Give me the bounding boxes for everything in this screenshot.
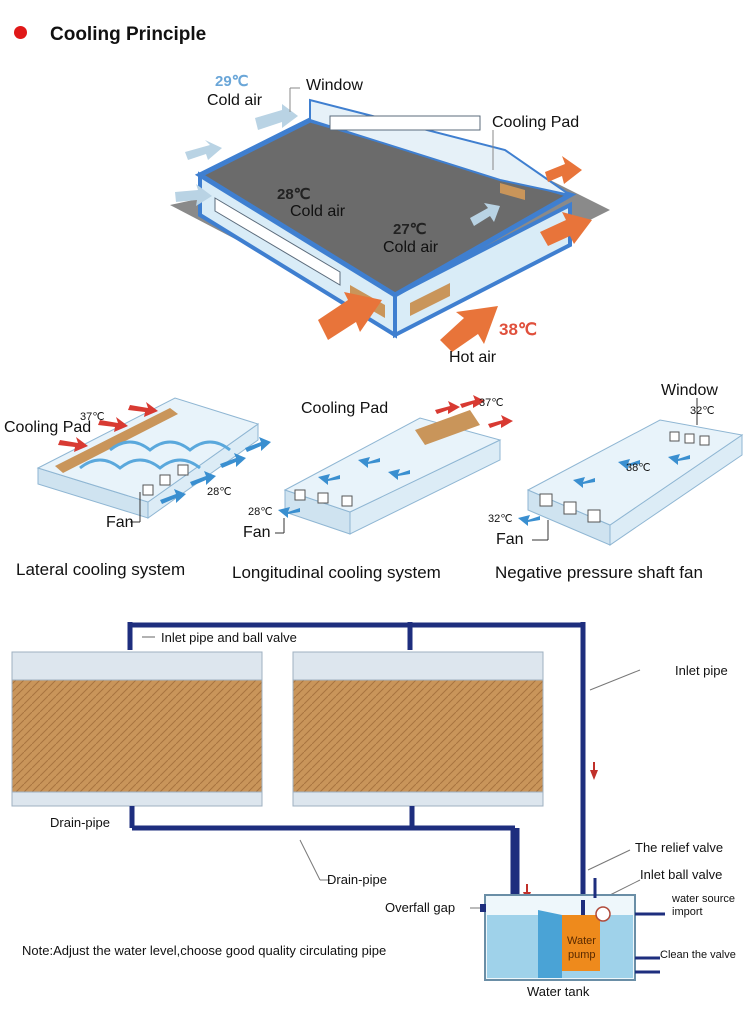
- inlet-ball-valve-icon: [595, 906, 611, 922]
- hot-air-arrow: [440, 306, 498, 352]
- hot-air-arrow: [545, 156, 582, 184]
- cold-air-arrow: [255, 104, 298, 130]
- negative-pressure-diagram: [518, 398, 744, 546]
- negative-fan-label: Fan: [496, 531, 524, 548]
- drain-pipe-left-label: Drain-pipe: [50, 815, 110, 830]
- negative-window-label: Window: [661, 382, 718, 399]
- window: [329, 115, 481, 131]
- longitudinal-temp-out: 28℃: [248, 506, 273, 518]
- hot-air-arrow: [318, 292, 382, 340]
- negative-temp-top: 32℃: [690, 405, 715, 417]
- tank-divider: [538, 910, 562, 978]
- water-source-label-2: import: [672, 906, 703, 918]
- lateral-temp-in: 37℃: [80, 411, 105, 423]
- water-tank-label: Water tank: [527, 984, 590, 999]
- bullet-dot-icon: [14, 26, 27, 39]
- water-source-label-1: water source: [672, 893, 735, 905]
- temp-top-label: 29℃: [215, 73, 249, 90]
- temp-mid1-label: 28℃: [277, 186, 311, 203]
- negative-caption: Negative pressure shaft fan: [495, 563, 703, 582]
- lateral-temp-out: 28℃: [207, 486, 232, 498]
- flow-up-arrow-icon: [590, 762, 598, 780]
- longitudinal-fan-label: Fan: [243, 524, 271, 541]
- relief-valve-label: The relief valve: [635, 840, 724, 855]
- cooling-pad-panel-right: [292, 651, 544, 807]
- temp-mid2-label: 27℃: [393, 221, 427, 238]
- negative-temp-mid: 38℃: [626, 462, 651, 474]
- negative-temp-out: 32℃: [488, 513, 513, 525]
- flow-down-arrow-icon: [523, 884, 531, 902]
- inlet-ball-valve-label: Inlet ball valve: [640, 867, 723, 882]
- lateral-caption: Lateral cooling system: [16, 560, 186, 579]
- page-title: Cooling Principle: [50, 24, 207, 45]
- cold-air-mid1-label: Cold air: [290, 203, 346, 220]
- longitudinal-temp-in: 37℃: [479, 397, 504, 409]
- note-text: Note:Adjust the water level,choose good …: [22, 943, 387, 958]
- water-pump: [562, 915, 600, 971]
- cold-air-top-label: Cold air: [207, 92, 263, 109]
- water-pump-label-2: pump: [568, 949, 596, 961]
- clean-valve-label: Clean the valve: [660, 949, 736, 961]
- lateral-system-diagram: [36, 397, 271, 523]
- hot-air-label: Hot air: [449, 349, 497, 366]
- water-pump-label-1: Water: [567, 935, 596, 947]
- longitudinal-caption: Longitudinal cooling system: [232, 563, 441, 582]
- systems-illustration: [36, 395, 744, 546]
- drain-pipe-mid-label: Drain-pipe: [327, 872, 387, 887]
- building-illustration: [170, 87, 610, 352]
- cooling-pad-back: [500, 183, 525, 200]
- lateral-pad-label: Cooling Pad: [4, 419, 92, 436]
- hot-air-arrow: [540, 212, 592, 246]
- cold-air-arrow: [470, 203, 500, 226]
- cooling-pad-panel-left: [11, 651, 263, 807]
- cooling-pad-right: [410, 283, 450, 316]
- inlet-valve-label: Inlet pipe and ball valve: [161, 630, 297, 645]
- cooling-pad-label: Cooling Pad: [492, 114, 580, 131]
- temp-hot-label: 38℃: [499, 320, 538, 339]
- cold-air-arrow: [185, 140, 222, 160]
- lateral-fan-label: Fan: [106, 514, 134, 531]
- cold-air-arrow: [175, 184, 212, 206]
- longitudinal-pad-label: Cooling Pad: [301, 400, 389, 417]
- overfall-gap-label: Overfall gap: [385, 900, 456, 915]
- inlet-pipe-label: Inlet pipe: [675, 663, 728, 678]
- longitudinal-system-diagram: [275, 395, 513, 535]
- cold-air-mid2-label: Cold air: [383, 239, 439, 256]
- building-right-wall: [393, 201, 572, 339]
- window-row: [214, 197, 341, 286]
- window-label: Window: [306, 77, 363, 94]
